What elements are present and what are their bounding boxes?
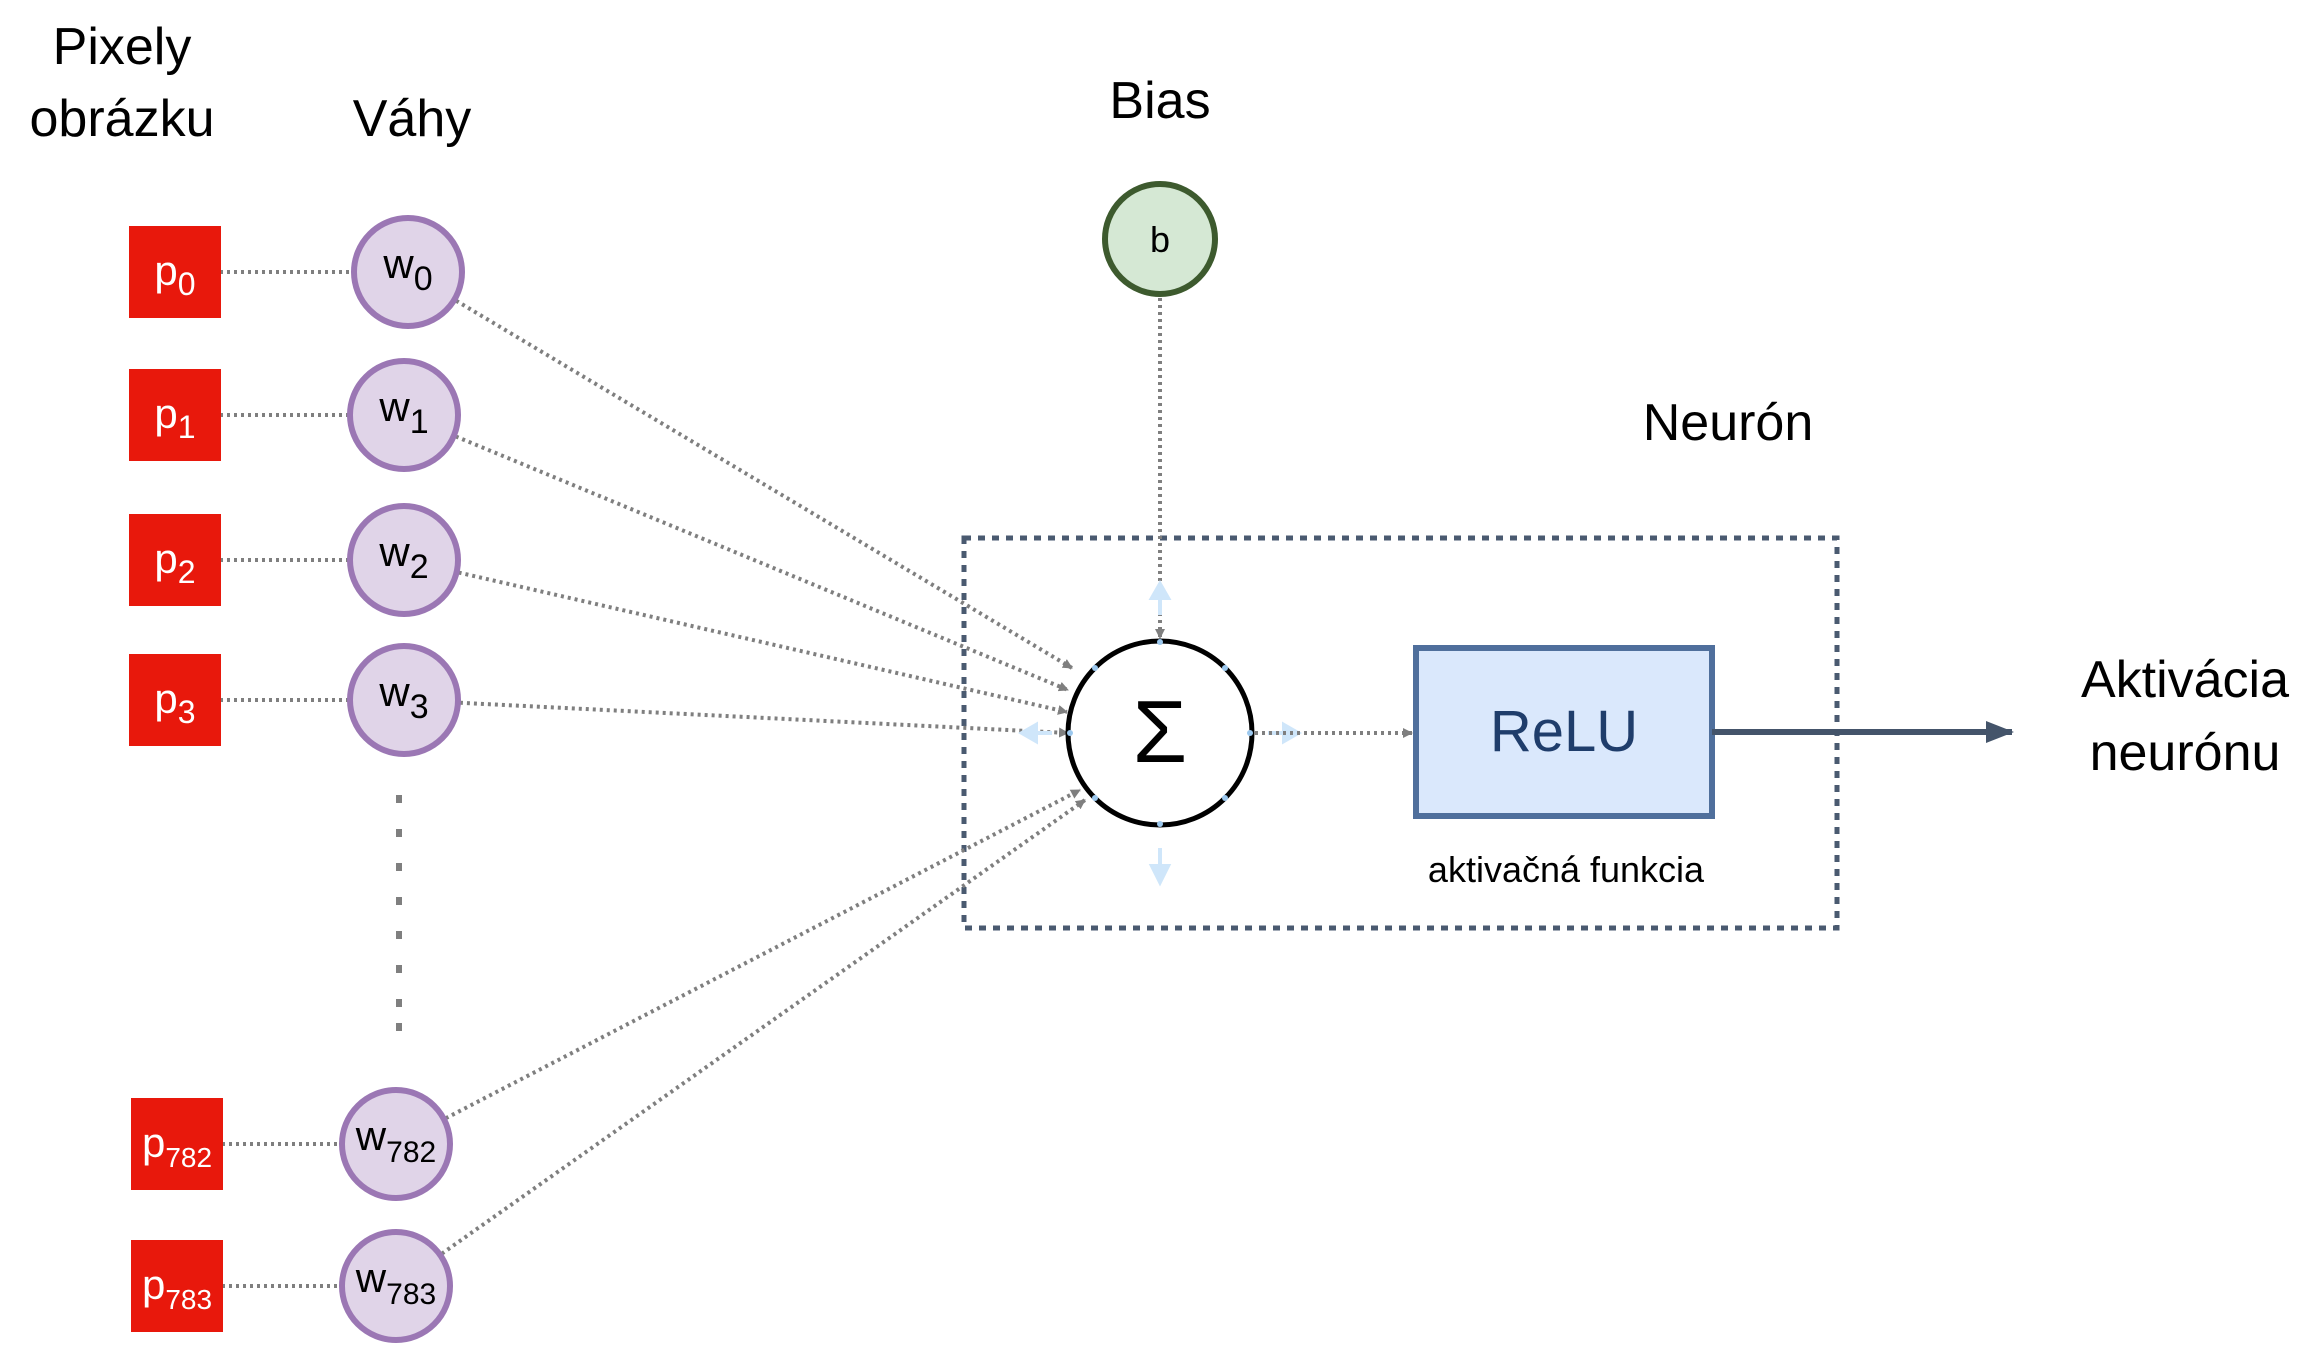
weight-label: w1 <box>378 383 428 441</box>
bias-node: b <box>1102 181 1218 297</box>
weight-node: w0 <box>351 215 465 329</box>
bias-label: b <box>1150 219 1170 260</box>
weight-label: w782 <box>355 1112 436 1169</box>
weight-node: w3 <box>347 643 461 757</box>
pixel-node: p782 <box>131 1098 223 1190</box>
weight-sum-link <box>454 434 1069 692</box>
output-heading-line1: Aktivácia <box>2081 651 2289 709</box>
output-heading-line2: neurónu <box>2090 724 2281 782</box>
pixel-node: p3 <box>129 654 221 746</box>
sum-node: Σ <box>1065 638 1255 828</box>
pixel-label: p2 <box>154 535 195 590</box>
sum-symbol: Σ <box>1133 682 1187 781</box>
pixel-label: p3 <box>154 675 195 730</box>
weight-node: w783 <box>339 1229 453 1343</box>
weight-node: w1 <box>347 358 461 472</box>
weight-sum-link <box>455 298 1074 670</box>
pixel-label: p783 <box>142 1261 212 1315</box>
weight-sum-link <box>440 798 1087 1256</box>
weight-label: w0 <box>382 240 432 298</box>
pixel-label: p0 <box>154 247 195 302</box>
pixel-label: p1 <box>154 390 195 445</box>
pixel-label: p782 <box>142 1119 212 1173</box>
relu-box: ReLU <box>1413 645 1715 819</box>
weight-to-sum-connectors <box>440 298 1087 1256</box>
weight-sum-link <box>458 570 1068 715</box>
ellipsis-dots <box>396 795 402 1031</box>
weight-label: w2 <box>378 528 428 586</box>
weight-label: w783 <box>355 1254 436 1311</box>
pixel-node: p783 <box>131 1240 223 1332</box>
activation-caption: aktivačná funkcia <box>1428 849 1705 890</box>
input-column: p0 w0 p1 w1 p2 w2 p3 w3 p782 w782 p783 w783 <box>129 215 465 1343</box>
weight-sum-link <box>444 788 1081 1121</box>
pixel-to-weight-connectors <box>220 270 352 1288</box>
weight-node: w2 <box>347 503 461 617</box>
neuron-heading: Neurón <box>1643 394 1814 452</box>
weight-node: w782 <box>339 1087 453 1201</box>
weight-label: w3 <box>378 668 428 726</box>
pixels-heading-line2: obrázku <box>30 90 215 148</box>
relu-label: ReLU <box>1490 699 1638 764</box>
pixel-node: p1 <box>129 369 221 461</box>
pixel-node: p2 <box>129 514 221 606</box>
weight-sum-link <box>459 700 1069 738</box>
bias-heading: Bias <box>1109 72 1210 130</box>
pixels-heading-line1: Pixely <box>53 18 192 76</box>
weights-heading: Váhy <box>353 90 472 148</box>
pixel-node: p0 <box>129 226 221 318</box>
